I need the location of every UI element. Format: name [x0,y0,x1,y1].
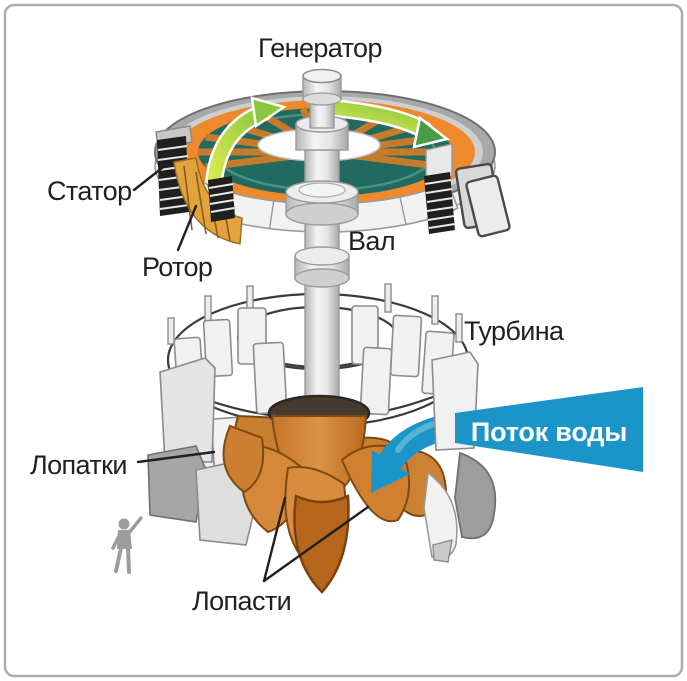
rotor-label: Ротор [142,252,212,282]
shaft-lower-flange [294,246,350,266]
rotation-arrow-right-head [412,115,450,149]
runner-blades-leader-1 [262,496,287,583]
draft-tube-gray-hood [454,451,497,540]
right-front-structures [423,351,497,563]
human-raised-arm [126,516,143,536]
human-head [118,518,130,530]
runner-bulb [293,494,350,594]
rotation-arrow-left-head [250,96,287,129]
human-figure-scale [111,516,143,574]
human-arm [111,532,122,550]
human-leg [126,546,131,574]
runner-blade [222,424,265,494]
guide-vane [389,314,423,378]
stator-label: Статор [47,176,131,206]
shaft-assembly [257,68,381,417]
stator-lamination-right [424,172,456,234]
rotor-windings [173,157,243,245]
labels: Генератор Статор Ротор Вал Турбина Лопат… [30,33,566,616]
shaft-label: Вал [348,226,395,256]
water-flow-callout: Поток воды [455,387,643,472]
rotor-leader [176,204,198,252]
water-arrow-head [371,450,410,493]
water-flow-wedge [455,387,643,472]
rim-end-cap-right [425,143,453,183]
water-flow-label: Поток воды [471,417,627,447]
turbine-posts [167,283,463,345]
draft-tube-small-block [432,539,453,563]
concrete-block-left-back [159,357,216,463]
rotation-arrows [205,96,450,191]
loose-lamination-plates [454,162,511,238]
leader-lines [132,166,370,583]
guide-vanes-leader [136,450,216,464]
generator-label: Генератор [258,33,382,63]
guide-vane [202,318,234,378]
guide-vanes-label: Лопатки [30,450,127,480]
rotor-lamination-cut [208,176,235,222]
stator-leader [132,166,164,192]
human-leg [114,546,123,573]
runner-blades-leader-2 [262,505,370,583]
shaft-top-cap [302,68,342,84]
runner-blades-label: Лопасти [192,586,291,616]
turbine-label: Турбина [464,316,565,346]
guide-vane [359,346,393,416]
